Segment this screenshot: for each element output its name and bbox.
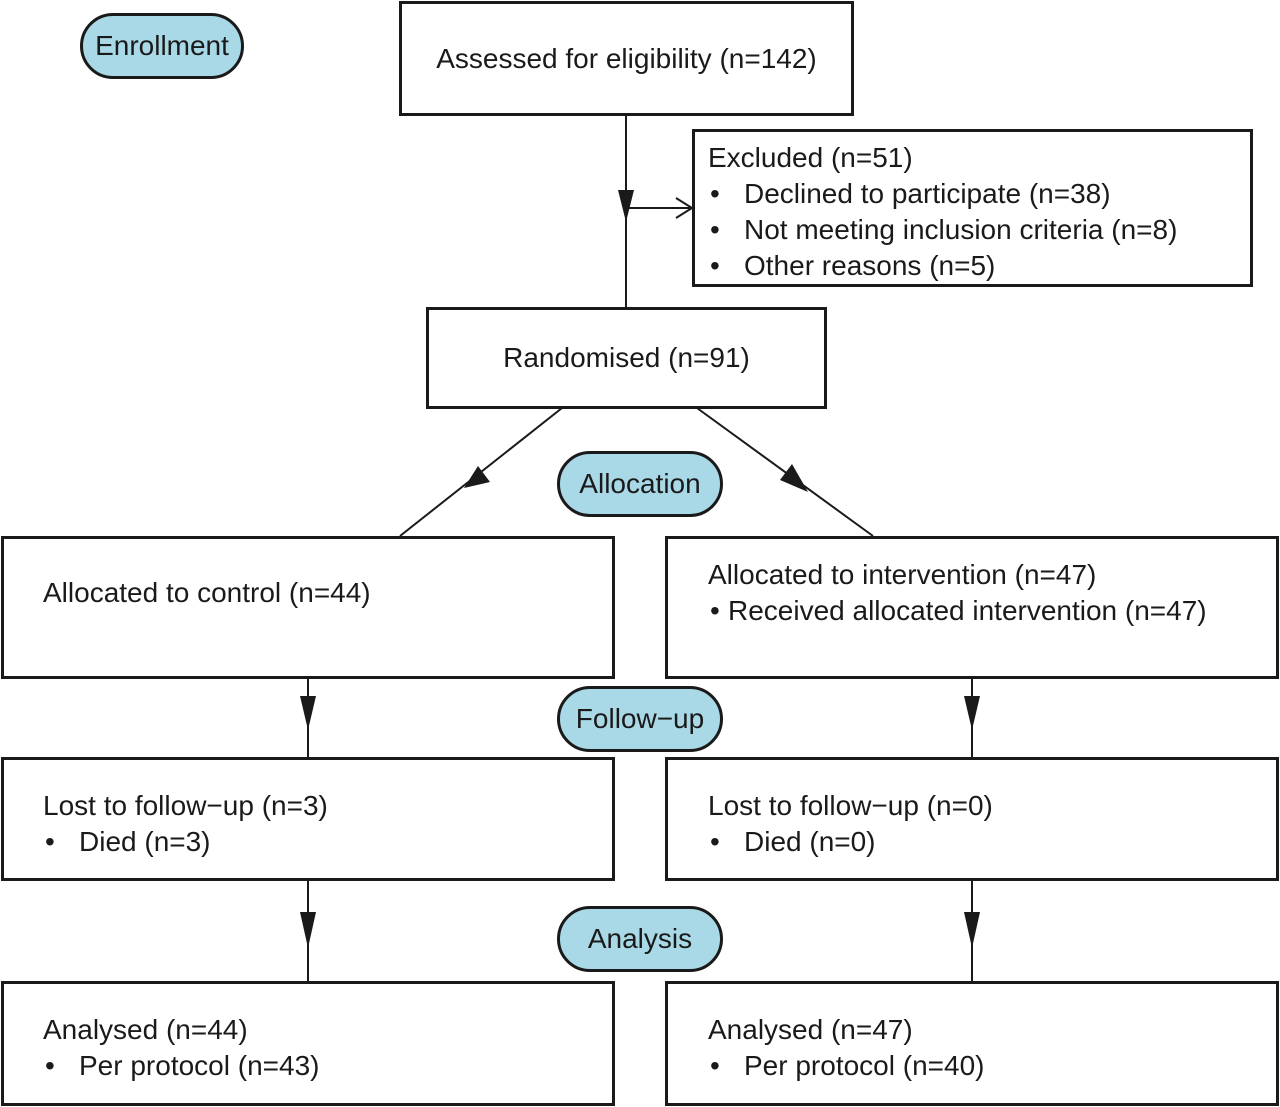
intervention-allocated-items: Received allocated intervention (n=47) [708, 593, 1276, 629]
control-allocated-label: Allocated to control (n=44) [43, 577, 371, 608]
control-lost-box: Lost to follow−up (n=3) Died (n=3) [1, 757, 615, 881]
excluded-reason: Other reasons (n=5) [708, 248, 1250, 284]
control-allocated-box: Allocated to control (n=44) [1, 536, 615, 679]
stage-allocation: Allocation [557, 451, 723, 517]
intervention-analysed-items: Per protocol (n=40) [708, 1048, 1276, 1084]
intervention-lost-box: Lost to follow−up (n=0) Died (n=0) [665, 757, 1279, 881]
excluded-reasons: Declined to participate (n=38) Not meeti… [708, 176, 1250, 284]
control-lost-item: Died (n=3) [43, 824, 612, 860]
control-analysed-title: Analysed (n=44) [43, 1014, 248, 1045]
arrowhead-control-lost [300, 696, 316, 730]
arrowhead-main [618, 190, 634, 222]
excluded-reason: Not meeting inclusion criteria (n=8) [708, 212, 1250, 248]
arrowhead-intervention-analysed [964, 912, 980, 948]
connector-randomised-intervention [696, 407, 874, 537]
assessed-box: Assessed for eligibility (n=142) [399, 1, 854, 116]
intervention-allocated-label: Allocated to intervention (n=47) [708, 559, 1097, 590]
arrowhead-intervention [780, 464, 808, 492]
intervention-lost-items: Died (n=0) [708, 824, 1276, 860]
randomised-box: Randomised (n=91) [426, 307, 827, 409]
arrowhead-control [464, 466, 490, 488]
intervention-allocated-item: Received allocated intervention (n=47) [708, 593, 1276, 629]
excluded-box: Excluded (n=51) Declined to participate … [692, 129, 1253, 287]
control-analysed-box: Analysed (n=44) Per protocol (n=43) [1, 981, 615, 1106]
stage-enrollment: Enrollment [80, 13, 244, 79]
stage-follow-up: Follow−up [557, 686, 723, 752]
excluded-reason: Declined to participate (n=38) [708, 176, 1250, 212]
assessed-label: Assessed for eligibility (n=142) [436, 42, 817, 74]
intervention-analysed-box: Analysed (n=47) Per protocol (n=40) [665, 981, 1279, 1106]
control-analysed-item: Per protocol (n=43) [43, 1048, 612, 1084]
randomised-label: Randomised (n=91) [503, 342, 750, 373]
control-lost-title: Lost to follow−up (n=3) [43, 790, 328, 821]
stage-analysis: Analysis [557, 906, 723, 972]
intervention-lost-title: Lost to follow−up (n=0) [708, 790, 993, 821]
intervention-analysed-title: Analysed (n=47) [708, 1014, 913, 1045]
intervention-allocated-box: Allocated to intervention (n=47) Receive… [665, 536, 1279, 679]
intervention-lost-item: Died (n=0) [708, 824, 1276, 860]
control-analysed-items: Per protocol (n=43) [43, 1048, 612, 1084]
arrowhead-intervention-lost [964, 696, 980, 730]
control-lost-items: Died (n=3) [43, 824, 612, 860]
intervention-analysed-item: Per protocol (n=40) [708, 1048, 1276, 1084]
excluded-title: Excluded (n=51) [708, 142, 913, 173]
arrowhead-control-analysed [300, 912, 316, 948]
